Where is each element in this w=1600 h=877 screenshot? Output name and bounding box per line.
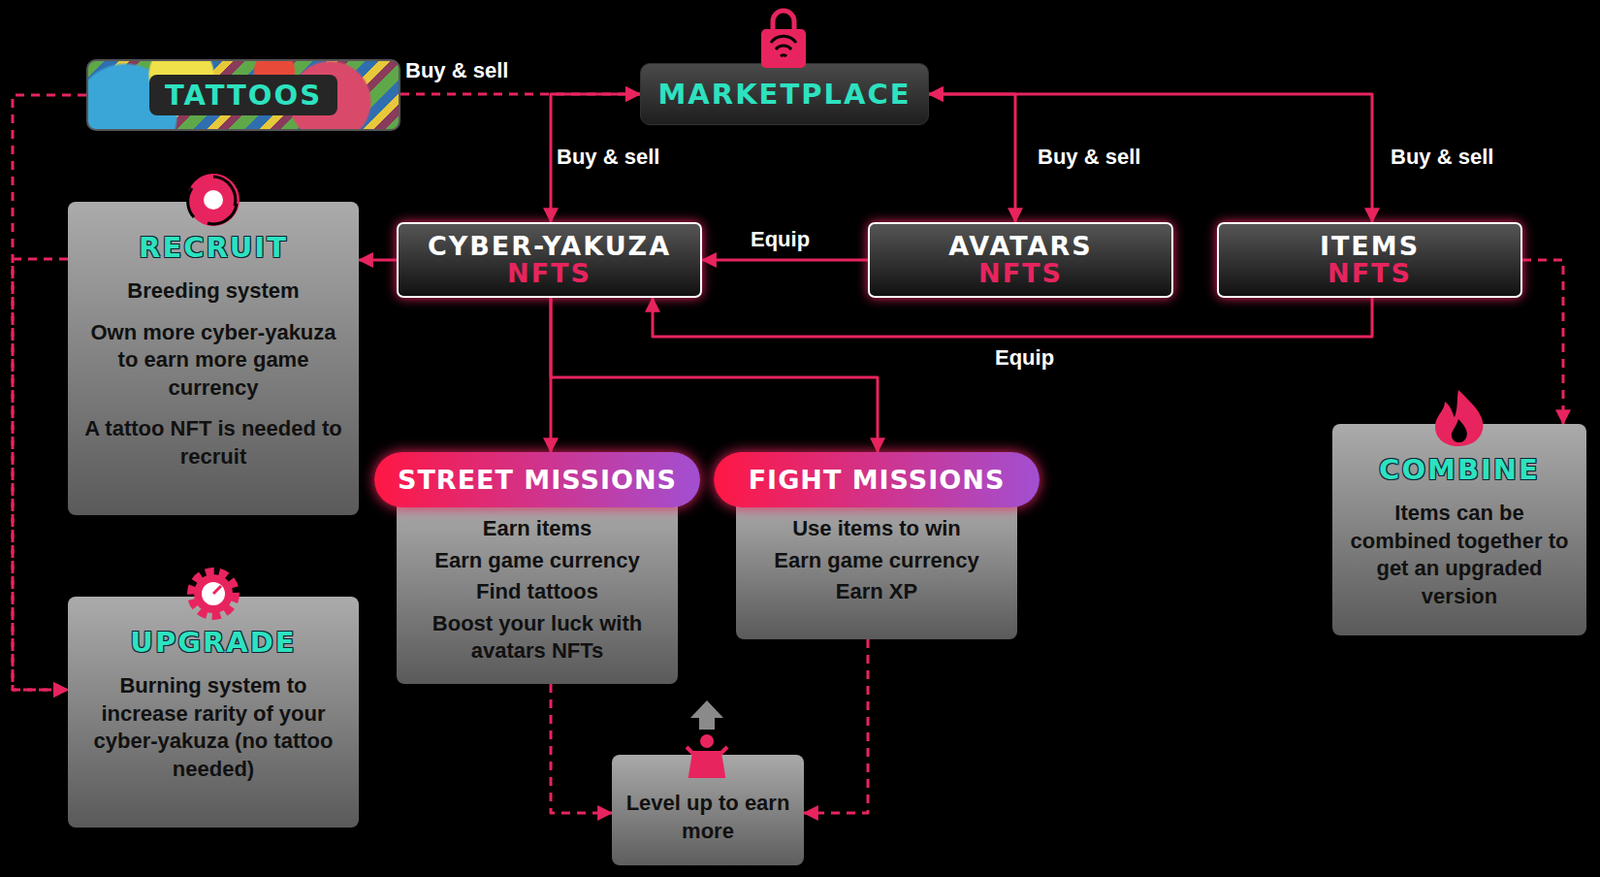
- mission-panel: Earn itemsEarn game currencyFind tattoos…: [396, 503, 678, 684]
- body-text: Own more cyber-yakuza to earn more game …: [79, 319, 348, 403]
- edge-label: Buy & sell: [1387, 144, 1497, 170]
- mission-panel: Use items to winEarn game currencyEarn X…: [736, 503, 1018, 640]
- mkt-text: MARKETPLACE: [658, 77, 912, 111]
- info-box: RECRUIT Breeding systemOwn more cyber-yak…: [67, 201, 359, 515]
- head-text: RECRUIT: [138, 230, 288, 264]
- marketplace-box: MARKETPLACE: [640, 63, 929, 126]
- pill-text: STREET MISSIONS: [374, 451, 701, 508]
- pill-text: FIGHT MISSIONS: [713, 451, 1040, 508]
- nft-title-text: CYBER-YAKUZA: [427, 232, 672, 260]
- body-text: Find tattoos: [476, 577, 599, 607]
- edge-label: Equip: [747, 226, 813, 253]
- body-text: Items can be combined together to get an…: [1344, 499, 1575, 610]
- body-text: A tattoo NFT is needed to recruit: [79, 415, 348, 471]
- nft-box: CYBER-YAKUZANFTS: [396, 222, 703, 298]
- nft-sub-text: NFTS: [507, 259, 592, 288]
- dashed-connector: [803, 639, 868, 813]
- body-text: Earn game currency: [434, 546, 640, 576]
- nft-box: AVATARSNFTS: [867, 222, 1174, 298]
- dashed-connector: [1522, 259, 1564, 424]
- info-box: COMBINE Items can be combined together to…: [1332, 423, 1587, 636]
- nft-sub-text: NFTS: [978, 259, 1063, 288]
- mission-box: FIGHT MISSIONSUse items to winEarn game …: [713, 451, 1040, 640]
- body-text: Earn game currency: [773, 546, 980, 576]
- tat-text: TATTOOS: [149, 74, 338, 116]
- body-text: Boost your luck with avatars NFTs: [406, 609, 669, 666]
- connector: [550, 297, 878, 452]
- nft-title-text: ITEMS: [1319, 232, 1420, 260]
- body-text: Breeding system: [127, 277, 299, 306]
- body-text: Burning system to increase rarity of you…: [79, 672, 348, 783]
- tattoo-box: TATTOOS: [86, 59, 401, 131]
- body-text: Earn XP: [835, 577, 918, 607]
- connector: [652, 297, 1373, 337]
- body-text: Earn items: [482, 514, 593, 544]
- bag-icon: [761, 10, 806, 68]
- body-text: Use items to win: [792, 514, 961, 544]
- edge-label: Equip: [992, 345, 1057, 371]
- connector: [928, 94, 1373, 223]
- edge-label: Buy & sell: [1034, 144, 1144, 170]
- head-text: COMBINE: [1378, 452, 1540, 486]
- nft-sub-text: NFTS: [1327, 259, 1412, 288]
- nft-title-text: AVATARS: [948, 232, 1092, 260]
- mission-box: STREET MISSIONSEarn itemsEarn game curre…: [374, 451, 701, 684]
- edge-label: Buy & sell: [402, 58, 512, 84]
- nft-box: ITEMSNFTS: [1216, 222, 1523, 298]
- info-box: UPGRADE Burning system to increase rarity…: [67, 596, 359, 828]
- connector: [358, 258, 397, 262]
- dashed-connector: [550, 683, 612, 813]
- dashed-connector: [12, 258, 68, 690]
- body-text: Level up to earn more: [623, 789, 793, 845]
- head-text: UPGRADE: [129, 625, 296, 659]
- level-box: Level up to earn more: [611, 754, 804, 865]
- connector: [928, 94, 1016, 223]
- edge-label: Buy & sell: [553, 144, 663, 170]
- connector: [702, 258, 868, 262]
